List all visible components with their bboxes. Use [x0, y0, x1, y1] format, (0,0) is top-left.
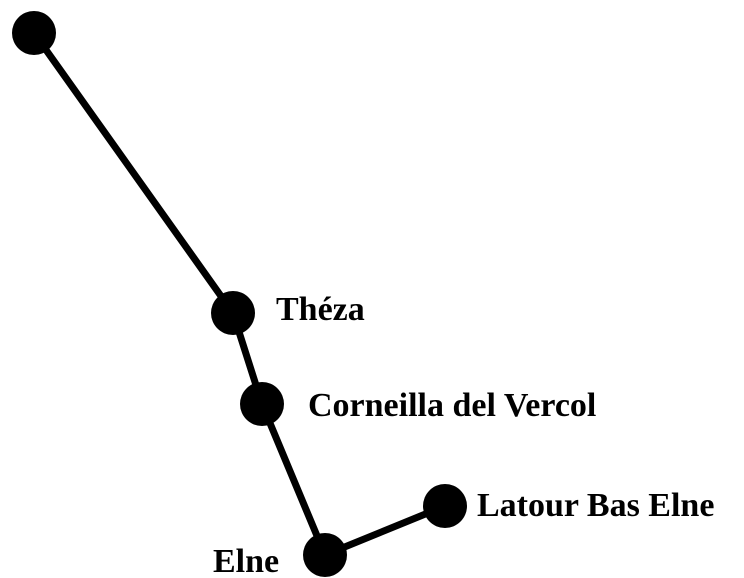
- stop-label-theza: Théza: [276, 291, 365, 328]
- stop-marker-elne: [303, 533, 347, 577]
- stop-label-elne: Elne: [213, 543, 279, 578]
- stop-marker-corneilla-del-vercol: [240, 382, 284, 426]
- stop-label-corneilla-del-vercol: Corneilla del Vercol: [308, 387, 596, 424]
- stop-marker-north-terminus: [12, 11, 56, 55]
- stop-label-latour-bas-elne: Latour Bas Elne: [477, 487, 714, 524]
- stop-marker-theza: [211, 291, 255, 335]
- stop-marker-latour-bas-elne: [423, 484, 467, 528]
